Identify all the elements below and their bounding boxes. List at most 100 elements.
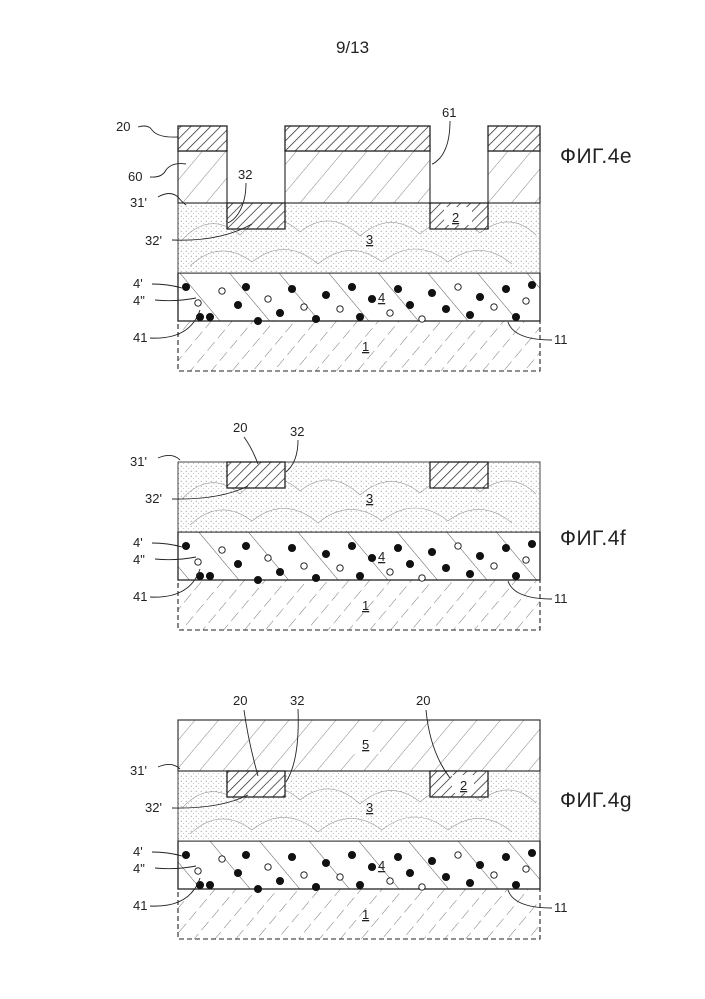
particle-open [337, 874, 343, 880]
particle-filled [528, 540, 535, 547]
label-31p-4g: 31' [130, 763, 147, 778]
label-20-4e: 20 [116, 119, 130, 134]
label-11-4e: 11 [554, 332, 568, 347]
label-60-4e: 60 [128, 169, 142, 184]
particle-filled [466, 570, 473, 577]
label-1-4f: 1 [362, 598, 369, 613]
particle-filled [254, 576, 261, 583]
label-31p-4f: 31' [130, 454, 147, 469]
particle-filled [348, 283, 355, 290]
particle-filled [406, 869, 413, 876]
particle-filled [182, 542, 189, 549]
particle-filled [356, 313, 363, 320]
particle-filled [502, 544, 509, 551]
particle-filled [242, 283, 249, 290]
particle-filled [502, 853, 509, 860]
particle-open [491, 304, 497, 310]
particle-filled [428, 857, 435, 864]
label-5-4g: 5 [362, 737, 369, 752]
label-32p-4e: 32' [145, 233, 162, 248]
label-4-4g: 4 [378, 858, 385, 873]
particle-filled [312, 574, 319, 581]
label-20-4g: 20 [233, 693, 247, 708]
label-4pp-4e: 4" [133, 293, 145, 308]
label-4-4e: 4 [378, 290, 385, 305]
particle-open [523, 557, 529, 563]
label-41-4f: 41 [133, 589, 147, 604]
figure-4e: 2 3 4 1 20 60 31' 32 32' 61 4' 4" 41 11 [0, 0, 705, 380]
particle-open [301, 563, 307, 569]
particle-filled [288, 544, 295, 551]
label-4p-4g: 4' [133, 844, 143, 859]
particle-open [301, 304, 307, 310]
particle-filled [356, 572, 363, 579]
particle-open [265, 296, 271, 302]
particle-open [195, 559, 201, 565]
figure-4f: 3 4 1 20 32 31' 32' 4' 4" 41 11 [0, 380, 705, 650]
particle-filled [348, 542, 355, 549]
particle-open [491, 872, 497, 878]
particle-filled [476, 552, 483, 559]
particle-filled [206, 572, 213, 579]
particle-filled [206, 313, 213, 320]
label-4p-4e: 4' [133, 276, 143, 291]
label-1-4g: 1 [362, 907, 369, 922]
particle-filled [476, 861, 483, 868]
particle-open [491, 563, 497, 569]
particle-open [219, 288, 225, 294]
particle-filled [512, 572, 519, 579]
label-11-4f: 11 [554, 591, 568, 606]
particle-open [387, 878, 393, 884]
particle-filled [312, 883, 319, 890]
label-1-4e: 1 [362, 339, 369, 354]
particle-open [337, 306, 343, 312]
label-20b-4g: 20 [416, 693, 430, 708]
particle-filled [182, 283, 189, 290]
particle-open [195, 868, 201, 874]
particle-filled [442, 564, 449, 571]
label-32p-4f: 32' [145, 491, 162, 506]
label-31p-4e: 31' [130, 195, 147, 210]
particle-filled [322, 291, 329, 298]
particle-filled [394, 285, 401, 292]
particle-open [337, 565, 343, 571]
particle-filled [276, 309, 283, 316]
label-4pp-4g: 4" [133, 861, 145, 876]
label-2-4e: 2 [452, 210, 459, 225]
particle-filled [234, 560, 241, 567]
particle-filled [206, 881, 213, 888]
particle-filled [428, 289, 435, 296]
particle-filled [406, 560, 413, 567]
label-32p-4g: 32' [145, 800, 162, 815]
particle-filled [242, 542, 249, 549]
particle-filled [182, 851, 189, 858]
particle-filled [234, 869, 241, 876]
particle-open [419, 884, 425, 890]
particle-filled [466, 311, 473, 318]
particle-filled [512, 881, 519, 888]
particle-filled [442, 873, 449, 880]
label-3-4f: 3 [366, 491, 373, 506]
particle-filled [528, 849, 535, 856]
particle-filled [348, 851, 355, 858]
label-3-4e: 3 [366, 232, 373, 247]
particle-open [523, 866, 529, 872]
particle-filled [254, 885, 261, 892]
particle-filled [322, 550, 329, 557]
particle-open [455, 543, 461, 549]
particle-filled [312, 315, 319, 322]
particle-open [523, 298, 529, 304]
particle-open [387, 569, 393, 575]
label-32-4f: 32 [290, 424, 304, 439]
label-4p-4f: 4' [133, 535, 143, 550]
particle-filled [234, 301, 241, 308]
label-4pp-4f: 4" [133, 552, 145, 567]
particle-filled [322, 859, 329, 866]
particle-open [219, 547, 225, 553]
particle-filled [242, 851, 249, 858]
particle-filled [466, 879, 473, 886]
particle-open [455, 284, 461, 290]
particle-open [419, 316, 425, 322]
figure-4g: 5 2 3 4 1 20 32 20 31' 32' 4' 4" 41 11 [0, 650, 705, 950]
particle-filled [356, 881, 363, 888]
